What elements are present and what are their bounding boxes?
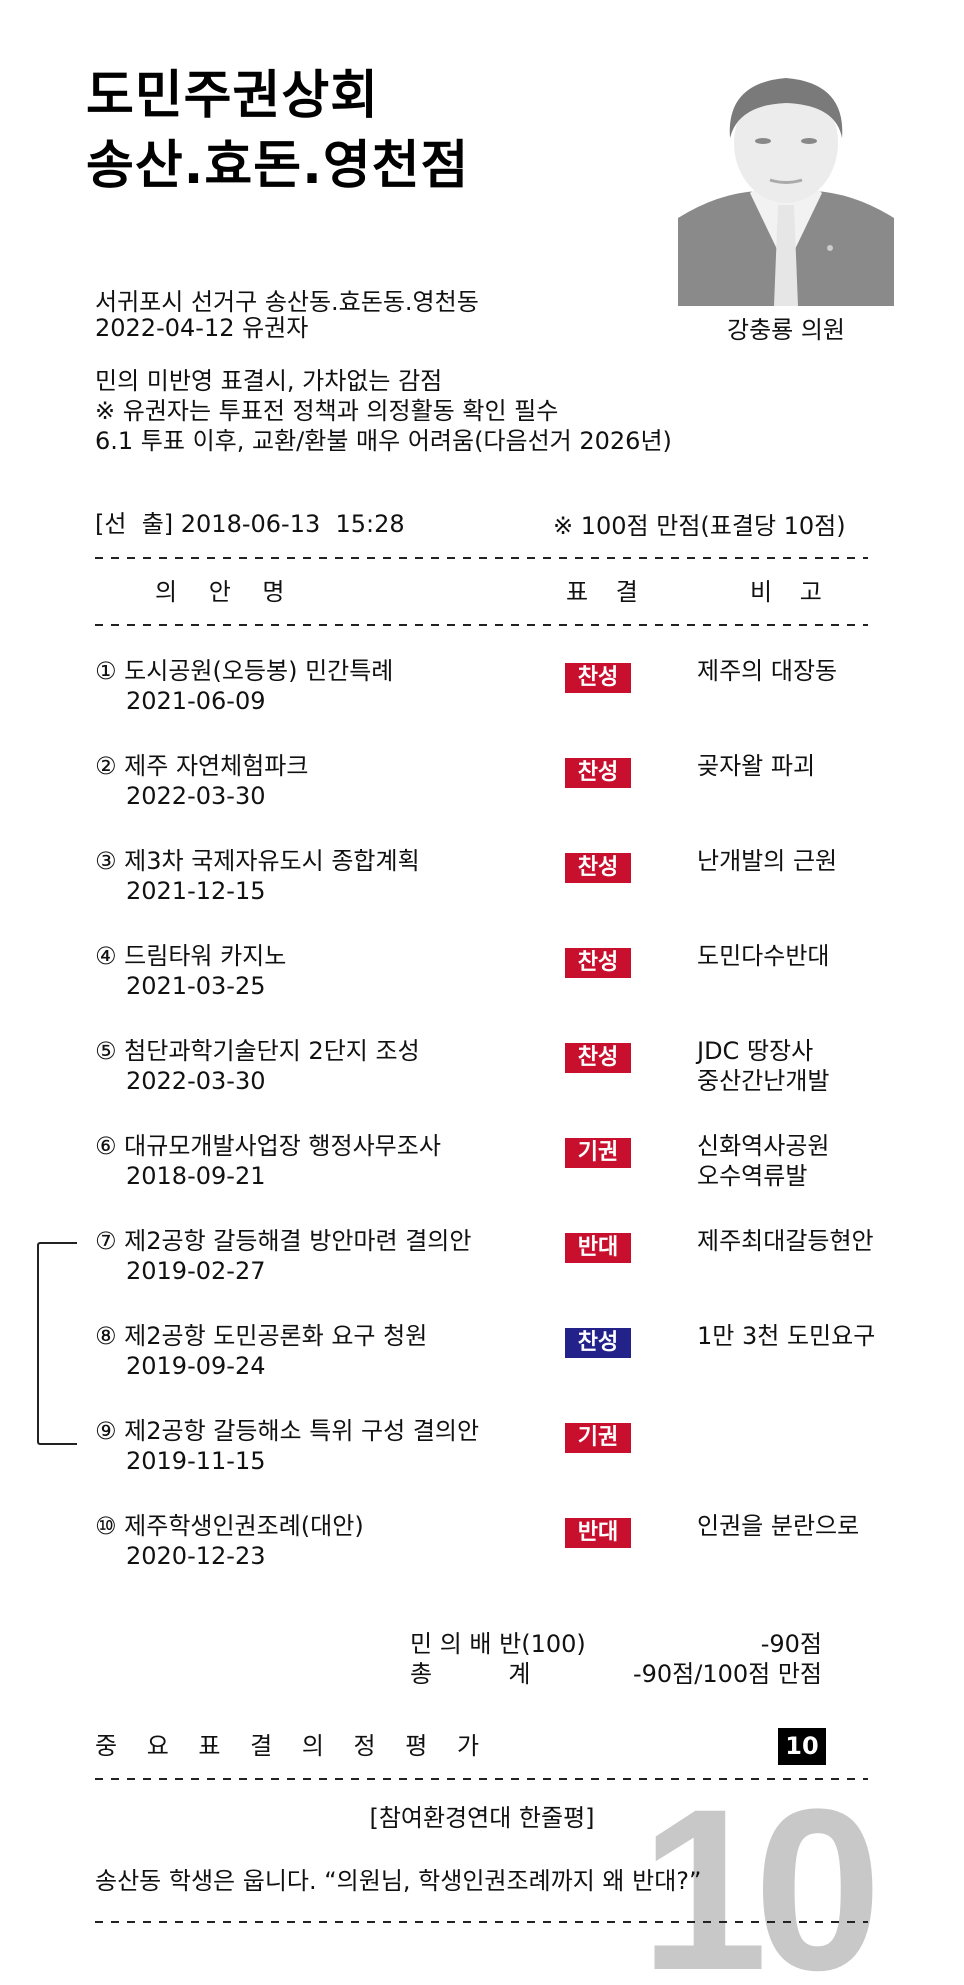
evaluation-score-badge: 10 bbox=[778, 1728, 826, 1765]
district-text: 서귀포시 선거구 송산동.효돈동.영천동 bbox=[95, 288, 479, 316]
vote-badge: 반대 bbox=[565, 1518, 631, 1548]
bill-title: ⑨ 제2공항 갈등해소 특위 구성 결의안 bbox=[95, 1416, 479, 1446]
vote-badge: 기권 bbox=[565, 1423, 631, 1453]
remark-text: 도민다수반대 bbox=[697, 942, 830, 970]
header-remark: 비 고 bbox=[750, 578, 832, 606]
remark-text: 제주의 대장동 bbox=[697, 657, 838, 685]
item-number: ① bbox=[95, 657, 117, 685]
bill-title: ⑧ 제2공항 도민공론화 요구 청원 bbox=[95, 1321, 427, 1351]
remark-text: 곶자왈 파괴 bbox=[697, 752, 816, 780]
remark-text: 인권을 분란으로 bbox=[697, 1512, 860, 1540]
review-heading: [참여환경연대 한줄평] bbox=[369, 1804, 595, 1832]
vote-badge: 찬성 bbox=[565, 1328, 631, 1358]
evaluation-label: 중 요 표 결 의 정 평 가 bbox=[95, 1732, 491, 1760]
bill-title: ⑩ 제주학생인권조례(대안) bbox=[95, 1511, 364, 1541]
bill-title-text: 제3차 국제자유도시 종합계획 bbox=[124, 847, 420, 875]
page-title-line2: 송산.효돈.영천점 bbox=[86, 136, 470, 196]
review-comment: 송산동 학생은 웁니다. “의원님, 학생인권조례까지 왜 반대?” bbox=[95, 1867, 702, 1895]
voter-date-text: 2022-04-12 유권자 bbox=[95, 314, 309, 342]
item-number: ② bbox=[95, 752, 117, 780]
divider bbox=[95, 624, 868, 626]
vote-badge: 찬성 bbox=[565, 663, 631, 693]
bill-title-text: 도시공원(오등봉) 민간특례 bbox=[124, 657, 394, 685]
bill-date: 2021-03-25 bbox=[126, 972, 266, 1000]
betrayal-value: -90점 bbox=[760, 1630, 822, 1658]
bill-date: 2019-02-27 bbox=[126, 1257, 266, 1285]
bill-title-text: 드림타워 카지노 bbox=[124, 942, 287, 970]
bill-title: ⑤ 첨단과학기술단지 2단지 조성 bbox=[95, 1036, 420, 1066]
bill-date: 2019-11-15 bbox=[126, 1447, 266, 1475]
vote-badge: 찬성 bbox=[565, 948, 631, 978]
remark-text: 난개발의 근원 bbox=[697, 847, 838, 875]
vote-badge: 기권 bbox=[565, 1138, 631, 1168]
big-score-watermark: 10 bbox=[640, 1761, 882, 1985]
bill-date: 2021-12-15 bbox=[126, 877, 266, 905]
item-number: ④ bbox=[95, 942, 117, 970]
vote-badge: 찬성 bbox=[565, 758, 631, 788]
vote-badge: 찬성 bbox=[565, 853, 631, 883]
betrayal-label: 민 의 배 반(100) bbox=[410, 1630, 586, 1658]
elected-date: [선 출] 2018-06-13 15:28 bbox=[95, 510, 405, 538]
bill-title: ① 도시공원(오등봉) 민간특례 bbox=[95, 656, 393, 686]
bill-title: ⑦ 제2공항 갈등해결 방안마련 결의안 bbox=[95, 1226, 471, 1256]
page-title-line1: 도민주권상회 bbox=[86, 66, 380, 126]
item-number: ⑤ bbox=[95, 1037, 117, 1065]
header-bill-name: 의 안 명 bbox=[155, 578, 297, 606]
bracket-airport-items bbox=[37, 1242, 77, 1445]
bill-date: 2020-12-23 bbox=[126, 1542, 266, 1570]
bill-date: 2021-06-09 bbox=[126, 687, 266, 715]
divider bbox=[95, 557, 868, 559]
scoring-note: ※ 100점 만점(표결당 10점) bbox=[553, 512, 846, 540]
divider bbox=[95, 1921, 868, 1923]
header-vote: 표 결 bbox=[566, 578, 648, 606]
bill-title-text: 제2공항 갈등해결 방안마련 결의안 bbox=[124, 1227, 472, 1255]
bill-title-text: 제주 자연체험파크 bbox=[124, 752, 309, 780]
bill-date: 2022-03-30 bbox=[126, 1067, 266, 1095]
remark-text: 제주최대갈등현안 bbox=[697, 1227, 874, 1255]
bill-date: 2022-03-30 bbox=[126, 782, 266, 810]
item-number: ⑧ bbox=[95, 1322, 117, 1350]
bill-title: ⑥ 대규모개발사업장 행정사무조사 bbox=[95, 1131, 441, 1161]
item-number: ⑩ bbox=[95, 1512, 117, 1540]
total-label: 총 계 bbox=[410, 1660, 531, 1688]
item-number: ⑥ bbox=[95, 1132, 117, 1160]
notice-line-2: ※ 유권자는 투표전 정책과 의정활동 확인 필수 bbox=[95, 397, 559, 425]
bill-title: ④ 드림타워 카지노 bbox=[95, 941, 286, 971]
bill-title-text: 제주학생인권조례(대안) bbox=[124, 1512, 364, 1540]
councilor-name: 강충룡 의원 bbox=[726, 316, 846, 344]
total-value: -90점/100점 만점 bbox=[632, 1660, 822, 1688]
item-number: ⑨ bbox=[95, 1417, 117, 1445]
portrait-photo-icon bbox=[678, 43, 894, 306]
bill-title-text: 제2공항 갈등해소 특위 구성 결의안 bbox=[124, 1417, 480, 1445]
item-number: ⑦ bbox=[95, 1227, 117, 1255]
bill-title: ② 제주 자연체험파크 bbox=[95, 751, 308, 781]
divider bbox=[95, 1778, 868, 1780]
bill-title-text: 대규모개발사업장 행정사무조사 bbox=[124, 1132, 441, 1160]
remark-text: 신화역사공원 오수역류발 bbox=[697, 1132, 830, 1190]
item-number: ③ bbox=[95, 847, 117, 875]
vote-badge: 찬성 bbox=[565, 1043, 631, 1073]
table-row: ⑩ 제주학생인권조례(대안)2020-12-23 bbox=[95, 1511, 364, 1571]
bill-date: 2018-09-21 bbox=[126, 1162, 266, 1190]
bill-date: 2019-09-24 bbox=[126, 1352, 266, 1380]
vote-badge: 반대 bbox=[565, 1233, 631, 1263]
bill-title-text: 첨단과학기술단지 2단지 조성 bbox=[124, 1037, 420, 1065]
notice-line-3: 6.1 투표 이후, 교환/환불 매우 어려움(다음선거 2026년) bbox=[95, 427, 672, 455]
bill-title-text: 제2공항 도민공론화 요구 청원 bbox=[124, 1322, 428, 1350]
remark-text: JDC 땅장사 중산간난개발 bbox=[697, 1037, 830, 1095]
bill-title: ③ 제3차 국제자유도시 종합계획 bbox=[95, 846, 420, 876]
remark-text: 1만 3천 도민요구 bbox=[697, 1322, 876, 1350]
notice-line-1: 민의 미반영 표결시, 가차없는 감점 bbox=[95, 367, 443, 395]
